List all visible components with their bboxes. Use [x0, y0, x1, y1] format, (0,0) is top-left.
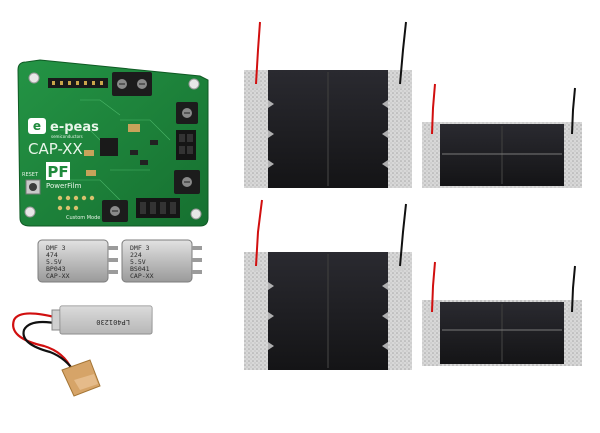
screw-terminal-top: [112, 72, 152, 96]
screw-terminal-right-2: [174, 170, 200, 194]
capacitor-2-line-5: CAP-XX: [130, 272, 154, 280]
capacitor-1-line-2: 474: [46, 251, 58, 259]
capacitor-2-line-1: DMF 3: [130, 244, 150, 252]
mounting-hole: [24, 206, 36, 218]
jumper-block-bottom: [136, 198, 180, 218]
smd-component: [130, 150, 138, 155]
product-name: CAP-XX: [28, 140, 83, 158]
main-ic-chip: [100, 138, 118, 156]
smd-component: [128, 124, 140, 132]
pin-header-top: [48, 78, 108, 88]
e-peas-logo: e e-peas semiconductors: [28, 118, 99, 139]
capacitor-2-line-4: BS041: [130, 265, 150, 273]
solar-panel-small-bottom: [422, 261, 582, 366]
supercapacitor-1: DMF 3 474 5.5V BP043 CAP-XX: [37, 239, 118, 283]
svg-text:e: e: [33, 119, 41, 133]
screw-terminal-bottom: [102, 200, 128, 222]
solar-panel-large-top: [244, 21, 412, 188]
powerfilm-logo: PF PowerFilm: [46, 162, 82, 190]
mode-label: Custom Mode: [66, 215, 100, 221]
reset-label: RESET: [22, 172, 39, 178]
logo-subtext: semiconductors: [51, 134, 83, 139]
supercapacitor-2: DMF 3 224 5.5V BS041 CAP-XX: [121, 239, 202, 283]
mounting-hole: [188, 78, 200, 90]
smd-component: [84, 150, 94, 156]
logo-text: e-peas: [50, 120, 99, 135]
pf-mark: PF: [47, 163, 68, 181]
capacitor-1-line-4: BP043: [46, 265, 66, 273]
mounting-hole: [190, 208, 202, 220]
capacitor-2-line-3: 5.5V: [130, 258, 146, 266]
pf-brand: PowerFilm: [46, 182, 82, 190]
solar-panel-small-top: [422, 83, 582, 188]
capacitor-1-line-3: 5.5V: [46, 258, 62, 266]
capacitor-1-line-1: DMF 3: [46, 244, 66, 252]
battery-label: LP401230: [96, 318, 130, 326]
evaluation-board: e e-peas semiconductors CAP-XX PF PowerF…: [17, 59, 209, 227]
smd-component: [86, 170, 96, 176]
mounting-hole: [28, 72, 40, 84]
capacitor-1-line-5: CAP-XX: [46, 272, 70, 280]
screw-terminal-right-1: [176, 102, 198, 124]
lipo-battery: LP401230: [12, 305, 153, 397]
test-pads: [57, 195, 95, 211]
capacitor-2-line-2: 224: [130, 251, 142, 259]
smd-component: [140, 160, 148, 165]
smd-component: [150, 140, 158, 145]
jumper-block-right: [176, 130, 196, 160]
reset-button[interactable]: [25, 179, 41, 195]
solar-panel-large-bottom: [244, 199, 412, 370]
